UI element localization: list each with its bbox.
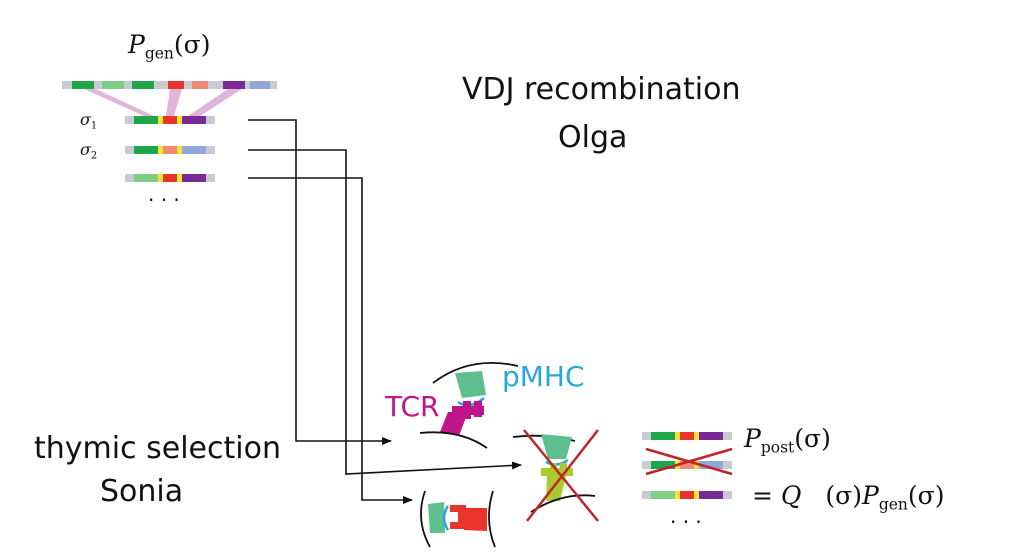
negative-selection <box>512 429 599 522</box>
equals-sign: = <box>752 481 781 510</box>
post-sequence-2-rejected <box>642 447 733 476</box>
pgen-label: Pgen(σ) <box>128 30 210 62</box>
thymic-selection-title: thymic selection <box>34 431 281 466</box>
vdj-recombination-title: VDJ recombination <box>462 72 741 107</box>
sigma-1-symbol: σ <box>80 110 91 129</box>
post-sequence-3 <box>642 491 732 499</box>
pgen-subscript: gen <box>144 44 174 63</box>
ppost-label: Ppost(σ) <box>744 424 831 456</box>
pgen-eq-symbol: P <box>861 481 879 510</box>
pgen-eq-subscript: gen <box>878 495 908 514</box>
ppost-equation: = Q(σ)Pgen(σ) <box>752 481 944 513</box>
tcr-pmhc-binding <box>419 362 519 449</box>
q-symbol: Q <box>780 481 802 510</box>
ppost-argument: (σ) <box>794 424 831 453</box>
pgen-symbol: P <box>128 30 145 59</box>
recombination-links <box>84 89 242 116</box>
sigma-2-label: σ2 <box>80 140 97 161</box>
sigma-1-subscript: 1 <box>90 120 98 132</box>
ppost-symbol: P <box>744 424 761 453</box>
germline-segments-strip <box>62 81 277 89</box>
post-sequence-1 <box>642 432 732 440</box>
ppost-subscript: post <box>760 438 795 457</box>
q-argument: (σ) <box>825 481 862 510</box>
sequence-sigma-2 <box>125 146 215 154</box>
pmhc-label: pMHC <box>502 360 585 393</box>
ellipsis-top: · · · <box>148 188 180 212</box>
sequence-sigma-3 <box>125 174 215 182</box>
flow-arrows <box>248 119 522 504</box>
sigma-2-subscript: 2 <box>90 150 98 162</box>
olga-label: Olga <box>558 120 628 155</box>
pmhc-label-text: pMHC <box>502 360 585 393</box>
sequence-sigma-1 <box>125 116 215 124</box>
sigma-1-label: σ1 <box>80 110 97 131</box>
arrow-sigma-1 <box>248 119 392 445</box>
sonia-label: Sonia <box>100 474 184 509</box>
arrow-sigma-3 <box>248 177 413 504</box>
pgen-eq-argument: (σ) <box>907 481 945 510</box>
tcr-pmhc-side <box>420 490 496 548</box>
ellipsis-bottom: · · · <box>670 510 702 534</box>
pgen-argument: (σ) <box>173 30 211 59</box>
sigma-2-symbol: σ <box>80 140 91 159</box>
arrow-sigma-2 <box>248 149 522 475</box>
tcr-label: TCR <box>385 390 440 423</box>
